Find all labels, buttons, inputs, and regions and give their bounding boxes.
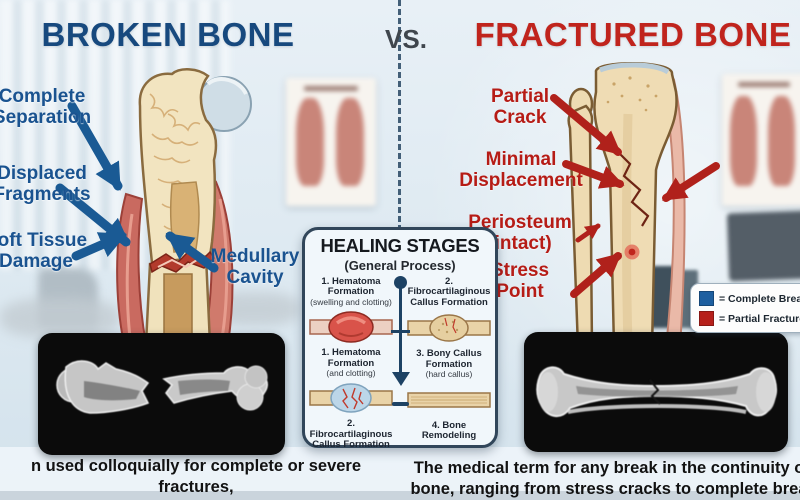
- arrow-partial-crack: [550, 94, 622, 156]
- label-displaced-fragments: Displaced Fragments: [0, 163, 91, 206]
- bottom-edge: [0, 491, 800, 500]
- stage-1-sub: (swelling and clotting): [310, 296, 392, 307]
- arrow-stress-point: [570, 252, 622, 298]
- arrow-right-side: [661, 162, 720, 202]
- stage-1b-sub: (and clotting): [326, 368, 376, 379]
- broken-bone-definition: n used colloquially for complete or seve…: [30, 457, 362, 500]
- broken-bone-title: BROKEN BONE: [41, 16, 295, 53]
- stage-illustration-fibrocartilaginous: [309, 383, 393, 414]
- label-partial-crack: Partial Crack: [490, 86, 550, 129]
- stage-illustration-bony-callus: [407, 314, 491, 343]
- xray-broken-bone: [38, 333, 285, 455]
- center-divider: [398, 0, 401, 447]
- bottom-band: [0, 447, 800, 500]
- arrow-soft-tissue-damage: [71, 231, 127, 261]
- arrow-minimal-displacement: [562, 160, 625, 189]
- legend-row-partial-fracture: = Partial Fracture/Hai: [699, 311, 800, 326]
- fractured-bone-definition: The medical term for any break in the co…: [410, 459, 800, 499]
- stage-3-label: 3. Bony Callus Formation: [416, 348, 482, 370]
- red-arrows: [550, 94, 720, 298]
- desk-background-left: [0, 298, 120, 338]
- anatomy-poster-left: [286, 78, 376, 206]
- healing-stages-panel: HEALING STAGES (General Process) 1. Hema…: [302, 227, 498, 451]
- label-soft-tissue-damage: Soft Tissue Damage: [0, 230, 88, 273]
- legend-swatch-blue: [699, 291, 714, 306]
- stage-illustration-hematoma: [309, 311, 393, 343]
- healing-panel-title: HEALING STAGES: [320, 235, 480, 256]
- legend-row-complete-break: = Complete Break/Dis: [699, 291, 800, 306]
- arrow-medullary-cavity: [165, 231, 219, 273]
- label-stress-point: Stress Point: [490, 260, 550, 303]
- fractured-bone-title: FRACTURED BONE: [474, 16, 792, 53]
- healing-column-left: 1. Hematoma Formation (swelling and clot…: [309, 276, 393, 451]
- label-complete-separation: Complete Separation: [0, 86, 92, 129]
- label-medullary-cavity: Medullary Cavity: [210, 246, 300, 289]
- blue-arrows: [55, 101, 219, 273]
- stage-2b-label: 2. Fibrocartilaginous Callus Formation: [309, 418, 393, 451]
- xray-fractured-bone: [524, 332, 788, 452]
- healing-column-right: 2. Fibrocartilaginous Callus Formation 3…: [407, 276, 491, 451]
- arrow-complete-separation: [67, 101, 123, 191]
- legend-box: = Complete Break/Dis = Partial Fracture/…: [690, 283, 800, 333]
- broken-femur-illustration: [116, 68, 252, 346]
- stage-1-label: 1. Hematoma Formation: [321, 276, 381, 298]
- arrow-periosteum: [575, 223, 601, 243]
- label-periosteum-intact: Periosteum (intact): [468, 212, 572, 255]
- anatomy-poster-right: [722, 74, 800, 206]
- healing-panel-subtitle: (General Process): [344, 258, 456, 273]
- legend-swatch-red: [699, 311, 714, 326]
- stage-1b-label: 1. Hematoma Formation: [321, 347, 381, 369]
- legend-label-complete-break: = Complete Break/Dis: [719, 292, 800, 305]
- stage-2-label: 2. Fibrocartilaginous Callus Formation: [407, 276, 491, 308]
- stage-4-label: 4. Bone Remodeling: [421, 419, 477, 441]
- vs-label: VS.: [385, 24, 427, 54]
- stage-3-sub: (hard callus): [425, 369, 473, 380]
- legend-label-partial-fracture: = Partial Fracture/Hai: [719, 312, 800, 325]
- label-minimal-displacement: Minimal Displacement: [459, 149, 583, 192]
- stage-illustration-remodeling: [407, 391, 491, 408]
